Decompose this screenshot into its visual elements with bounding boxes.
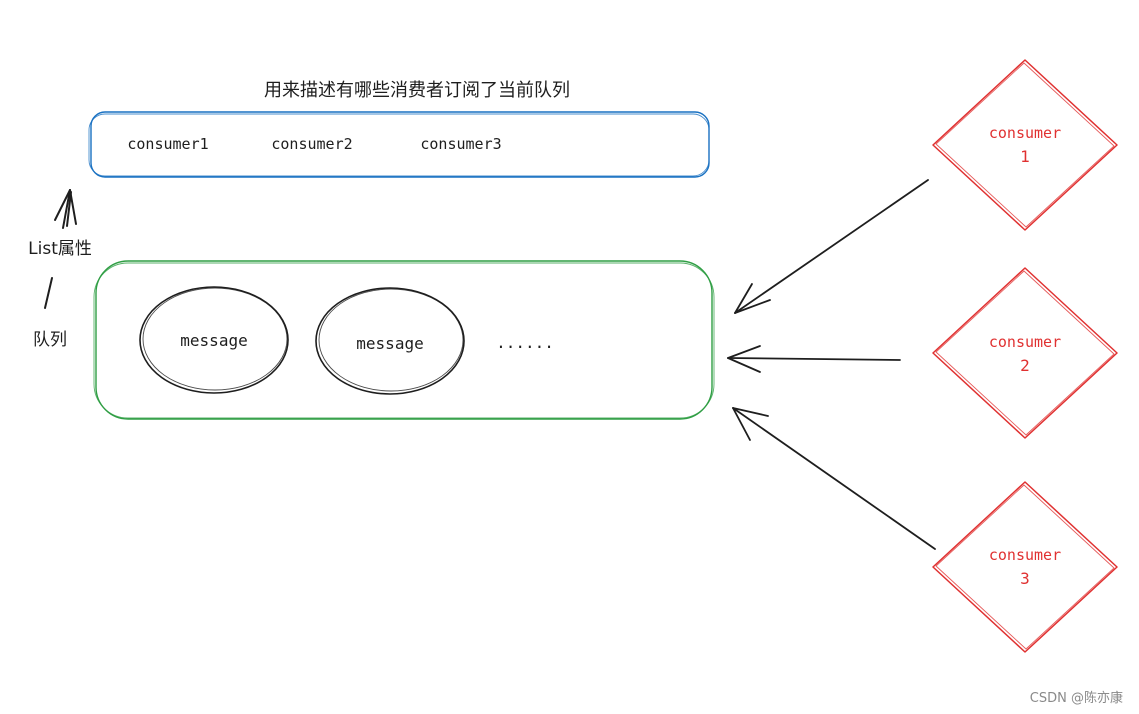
consumer-2-number: 2 [1020, 356, 1030, 375]
consumer-1-name: consumer [989, 124, 1061, 142]
arrow-consumer-1-to-queue [734, 179, 929, 314]
queue-more-ellipsis: ...... [496, 333, 554, 352]
subscriber-item-1: consumer1 [127, 135, 208, 153]
consumer-diamond-1 [932, 59, 1118, 231]
list-attribute-arrow [44, 189, 77, 309]
consumer-diamond-2 [932, 267, 1118, 439]
consumer-diamond-3 [932, 481, 1118, 653]
list-attribute-label: List属性 [28, 239, 92, 259]
consumer-3-name: consumer [989, 546, 1061, 564]
message-label-2: message [356, 334, 423, 353]
message-circle-2 [315, 287, 465, 395]
message-circle-1 [139, 286, 289, 394]
consumer-1-number: 1 [1020, 147, 1030, 166]
queue-box [93, 260, 715, 420]
watermark: CSDN @陈亦康 [1029, 691, 1123, 706]
subscriber-item-2: consumer2 [271, 135, 352, 153]
consumer-3-number: 3 [1020, 569, 1030, 588]
subscriber-item-3: consumer3 [420, 135, 501, 153]
subscriber-list-box [88, 111, 710, 178]
diagram-title: 用来描述有哪些消费者订阅了当前队列 [264, 80, 570, 101]
message-label-1: message [180, 331, 247, 350]
arrow-consumer-3-to-queue [732, 407, 936, 550]
queue-label: 队列 [33, 330, 67, 350]
arrow-consumer-2-to-queue [727, 345, 901, 373]
consumer-2-name: consumer [989, 333, 1061, 351]
